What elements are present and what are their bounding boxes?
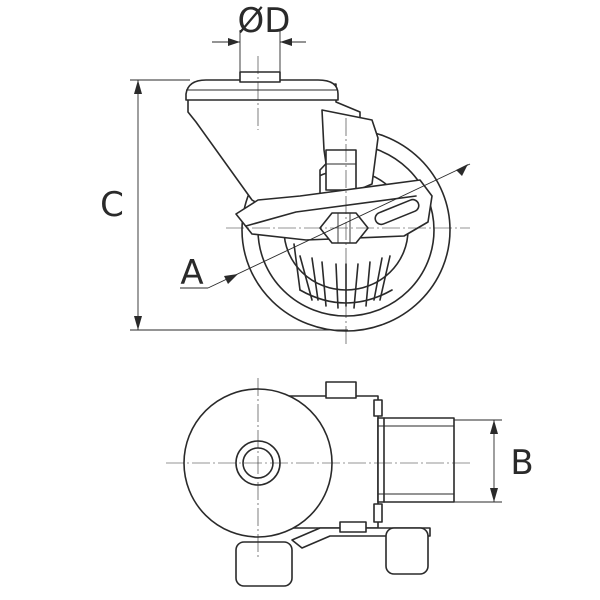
- label-diameter: ØD: [238, 1, 291, 41]
- label-wheel: A: [180, 253, 203, 293]
- brake-block: [325, 149, 357, 191]
- top-nub: [325, 381, 357, 399]
- label-width: B: [510, 443, 533, 483]
- dimension-width: B: [454, 419, 534, 503]
- bolt-stem: [239, 71, 281, 83]
- dimension-wheel: A: [180, 163, 471, 293]
- side-view: [185, 56, 470, 346]
- dimension-diameter: ØD: [212, 1, 306, 76]
- label-height: C: [100, 185, 124, 225]
- axle-housing: [377, 417, 455, 503]
- brake-lever: [235, 179, 433, 241]
- right-foot: [385, 527, 429, 575]
- left-foot: [235, 541, 293, 587]
- bottom-view: [166, 378, 470, 587]
- dimension-height: C: [100, 79, 348, 331]
- lever-slot: [374, 198, 420, 226]
